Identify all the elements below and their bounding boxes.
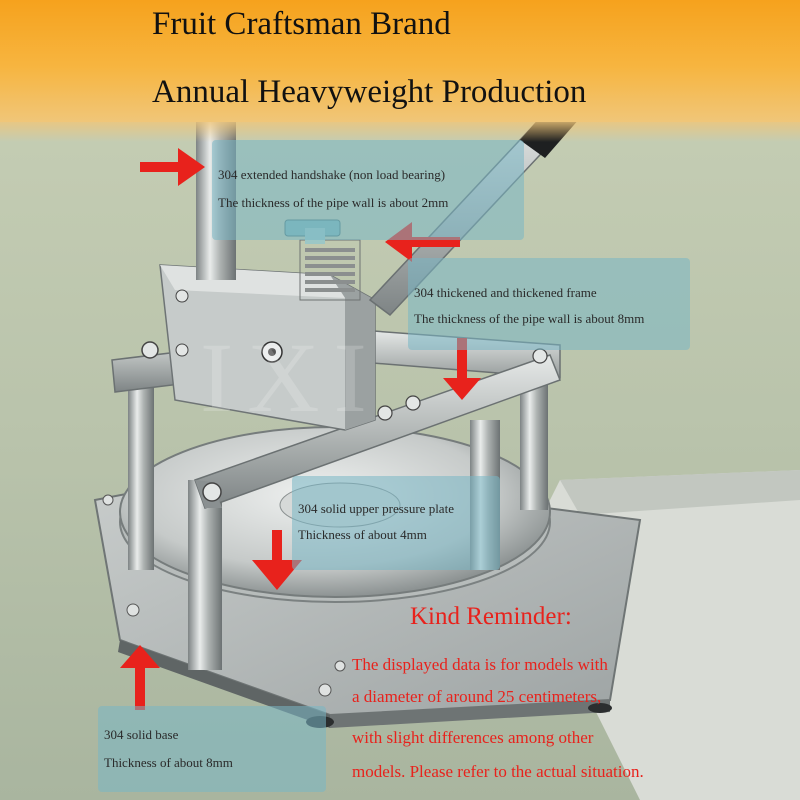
callout-plate-detail: Thickness of about 4mm [298, 527, 427, 542]
callout-plate-title: 304 solid upper pressure plate [298, 501, 454, 516]
callout-base-detail: Thickness of about 8mm [104, 755, 233, 770]
title-banner [0, 0, 800, 122]
callout-base: 304 solid base Thickness of about 8mm [98, 706, 326, 792]
callout-handle: 304 extended handshake (non load bearing… [212, 140, 524, 240]
callout-handle-title: 304 extended handshake (non load bearing… [218, 167, 446, 182]
callout-frame-title: 304 thickened and thickened frame [414, 285, 597, 300]
reminder-line-4: models. Please refer to the actual situa… [352, 762, 644, 781]
callout-handle-detail: The thickness of the pipe wall is about … [218, 195, 449, 210]
arrow-handle-icon [140, 148, 205, 186]
brand-title: Fruit Craftsman Brand [152, 6, 451, 42]
watermark: IXI [200, 322, 381, 433]
reminder-line-3: with slight differences among other [352, 728, 594, 747]
banner-fade [0, 122, 800, 142]
kind-reminder-title: Kind Reminder: [410, 603, 572, 630]
callout-frame: 304 thickened and thickened frame The th… [408, 258, 690, 350]
reminder-line-1: The displayed data is for models with [352, 655, 608, 674]
production-subtitle: Annual Heavyweight Production [152, 74, 587, 110]
callout-frame-detail: The thickness of the pipe wall is about … [414, 311, 645, 326]
reminder-line-2: a diameter of around 25 centimeters, [352, 687, 602, 706]
callout-pressure-plate: 304 solid upper pressure plate Thickness… [292, 476, 500, 570]
callout-base-title: 304 solid base [104, 727, 179, 742]
